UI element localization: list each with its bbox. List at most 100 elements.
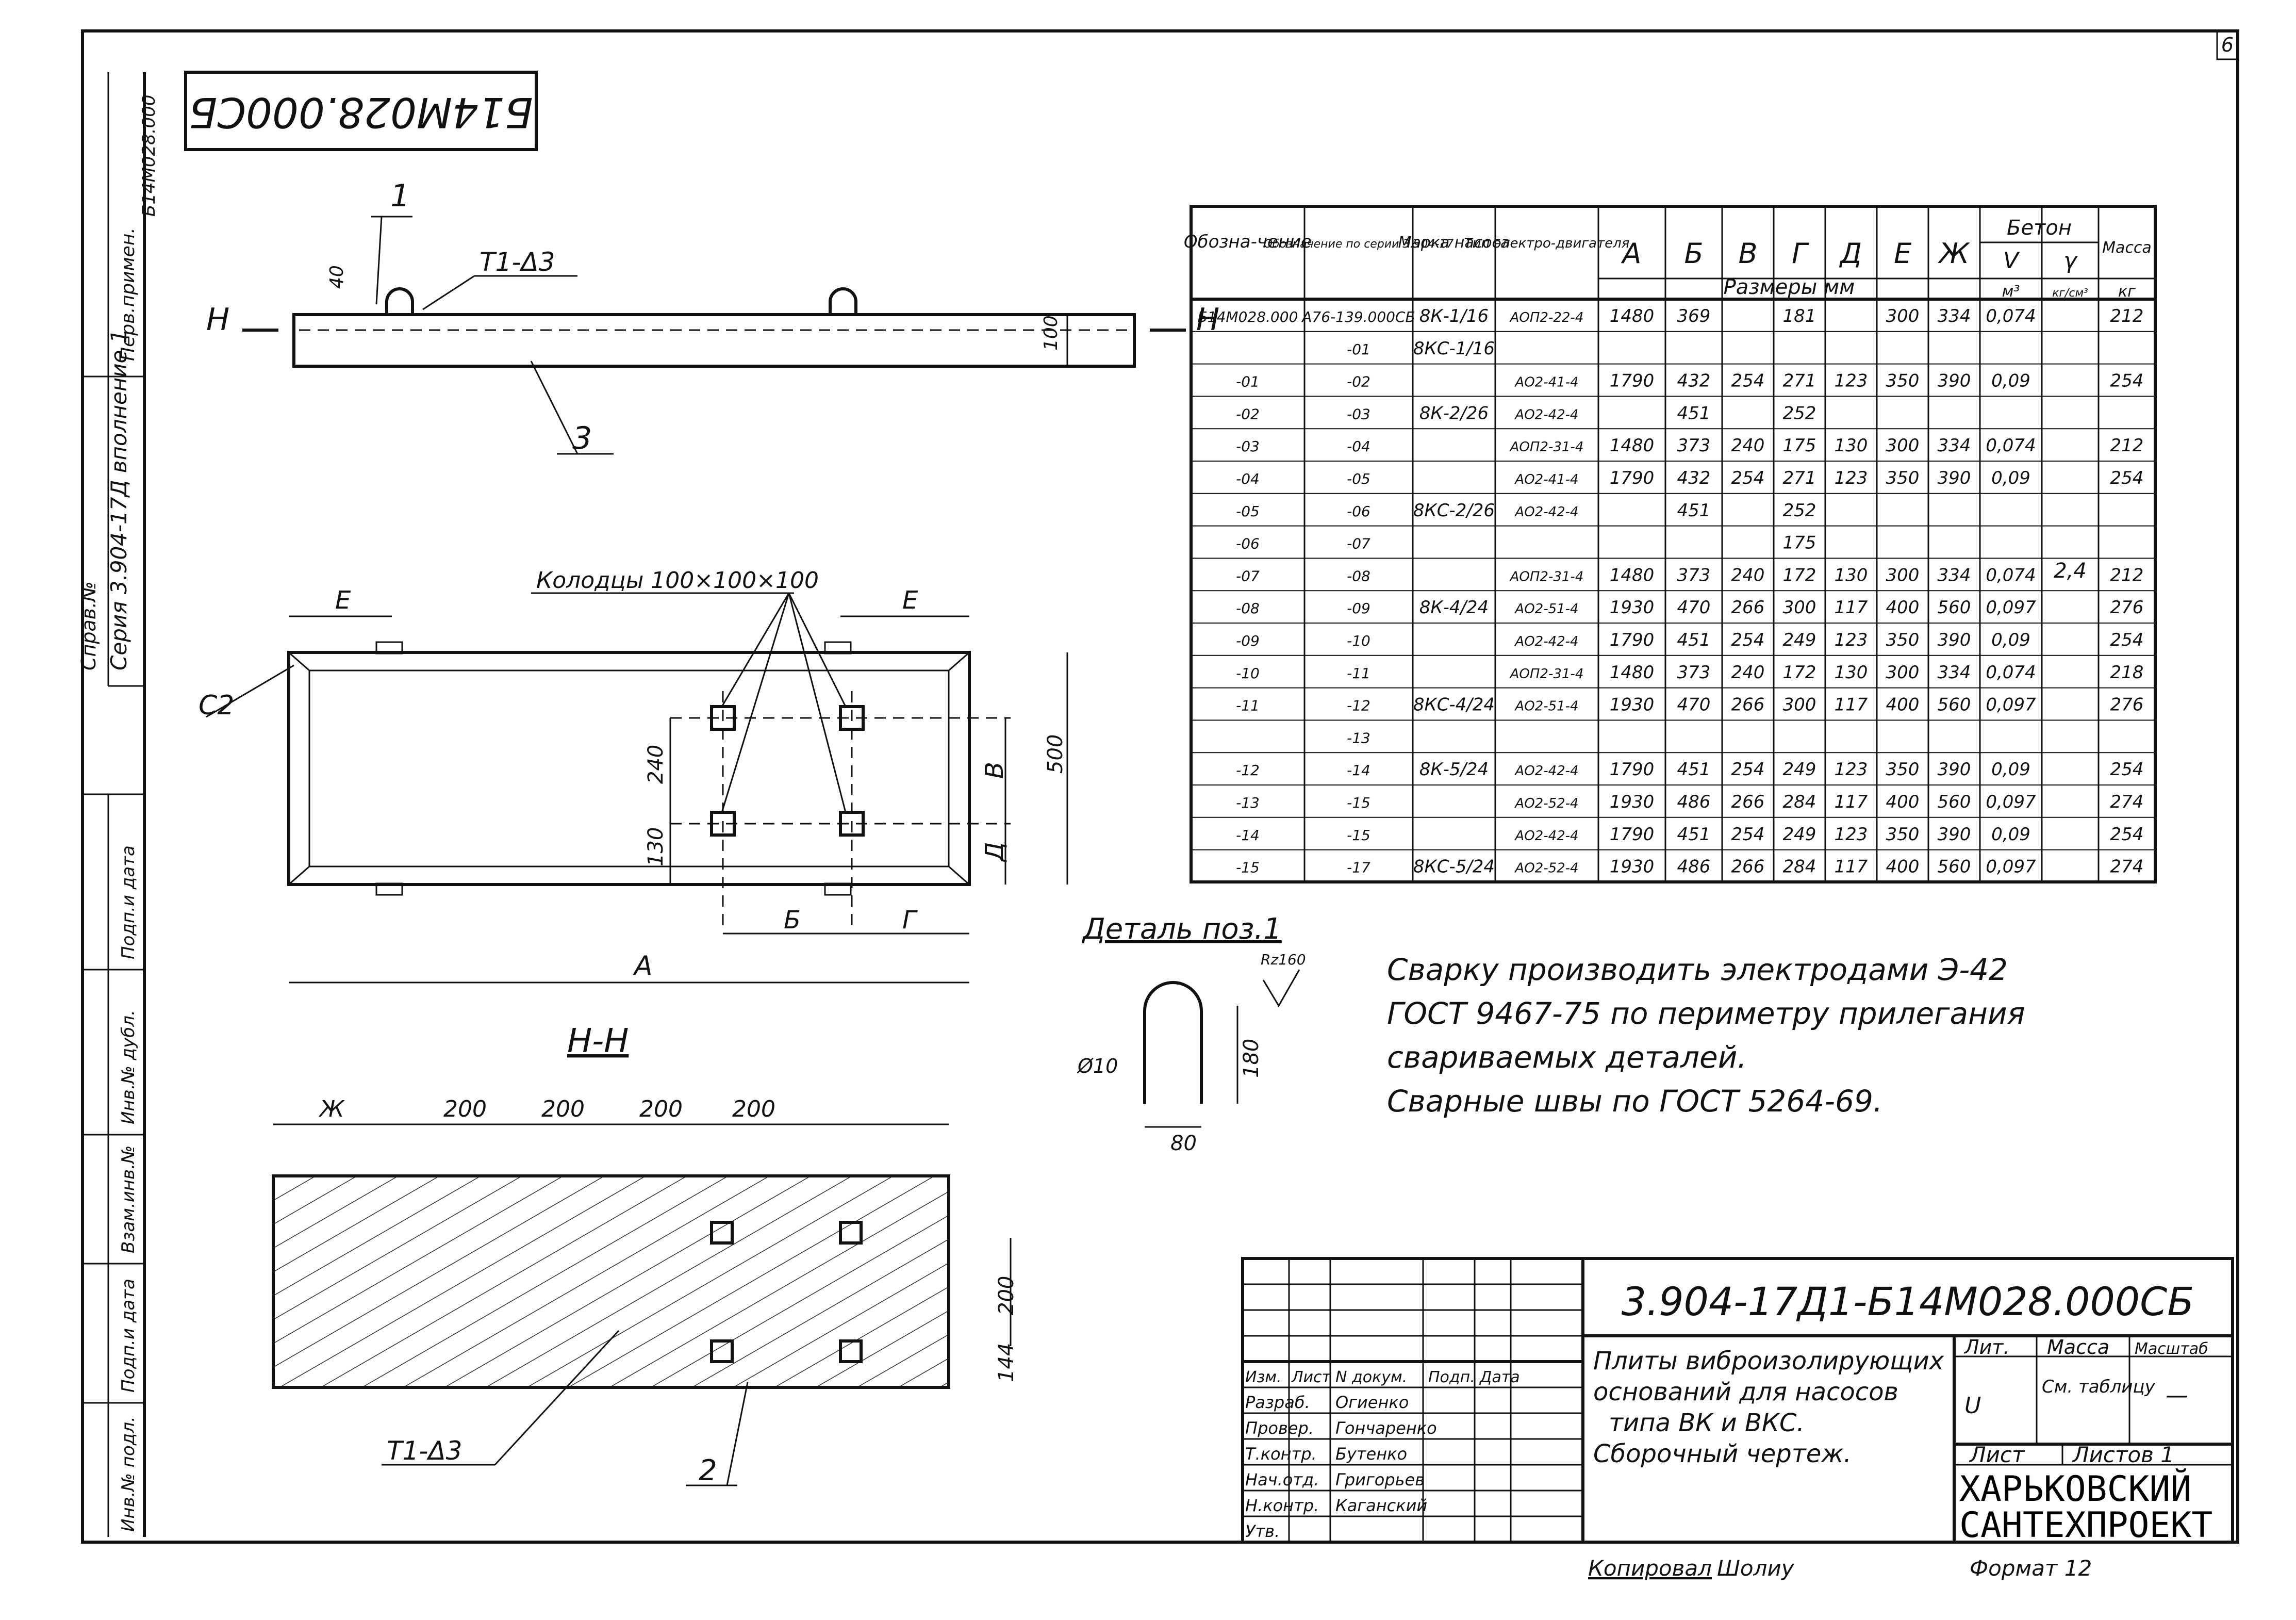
table-cell: -02 xyxy=(1236,405,1260,422)
strip-field-5: Инв.№ подл. xyxy=(118,1416,139,1532)
table-cell: 300 xyxy=(1886,662,1920,683)
copier-name: Шолиу xyxy=(1717,1556,1795,1581)
table-cell: 560 xyxy=(1938,857,1971,877)
table-cell: 1790 xyxy=(1610,468,1655,488)
table-cell: 254 xyxy=(2110,630,2144,650)
table-cell: 172 xyxy=(1783,662,1816,683)
pos2-leader xyxy=(726,1382,749,1486)
tb-name-1: Гончаренко xyxy=(1335,1418,1437,1438)
table-cell: 390 xyxy=(1938,759,1971,780)
th-marka: Марка насоса xyxy=(1398,234,1510,252)
notes: Сварку производить электродами Э-42 ГОСТ… xyxy=(1387,952,2025,1119)
strip-field-4: Подп.и дата xyxy=(118,1279,139,1393)
table-cell: АОП2-31-4 xyxy=(1509,569,1584,584)
section-dim-144: 144 xyxy=(995,1343,1018,1382)
tb-title-1: Плиты виброизолирующих xyxy=(1593,1347,1944,1376)
table-cell: АОП2-31-4 xyxy=(1509,666,1584,682)
table-cell: 300 xyxy=(1783,695,1816,715)
section-weld: Т1-Δ3 xyxy=(387,1436,462,1466)
perv-primen-label: Перв.примен. xyxy=(118,227,139,361)
th-beton-gamma: γ xyxy=(2063,248,2078,274)
table-cell: 1480 xyxy=(1610,435,1655,456)
holes-leader-3 xyxy=(721,593,790,813)
table-cell: 400 xyxy=(1886,792,1920,812)
table-cell: -14 xyxy=(1236,827,1260,844)
table-cell: 300 xyxy=(1886,306,1920,326)
tb-col-header-2: N докум. xyxy=(1335,1368,1407,1386)
table-cell: 0,09 xyxy=(1991,759,2030,780)
table-cell: 212 xyxy=(2110,435,2144,456)
table-cell: 8К-5/24 xyxy=(1419,759,1489,780)
table-cell: 218 xyxy=(2110,662,2144,683)
table-cell: 252 xyxy=(1783,500,1816,521)
pos1-leader xyxy=(375,216,383,305)
table-cell: 486 xyxy=(1677,857,1711,877)
table-cell: -07 xyxy=(1347,535,1370,552)
tb-name-0: Огиенко xyxy=(1335,1393,1409,1412)
sheet-number-box xyxy=(2216,30,2239,60)
table-cell: 451 xyxy=(1677,759,1711,780)
table-cell: 390 xyxy=(1938,468,1971,488)
table-cell: 334 xyxy=(1938,435,1971,456)
side-plate xyxy=(292,313,1136,368)
table-cell: 254 xyxy=(1731,759,1765,780)
strip-field-3: Взам.инв.№ xyxy=(118,1146,139,1253)
th-size-7: Г xyxy=(1792,237,1809,270)
table-cell: 0,09 xyxy=(1991,824,2030,845)
table-cell: 451 xyxy=(1677,403,1711,423)
side-weld-label: Т1-Δ3 xyxy=(480,247,555,277)
detail-rz: Rz160 xyxy=(1261,951,1306,968)
table-cell: 274 xyxy=(2110,857,2144,877)
section-dim-2: 200 xyxy=(541,1096,585,1122)
table-cell: 1790 xyxy=(1610,824,1655,845)
table-cell: -05 xyxy=(1236,503,1260,520)
table-cell: -13 xyxy=(1236,794,1260,811)
table-cell: АО2-41-4 xyxy=(1514,375,1578,390)
table-cell: 451 xyxy=(1677,500,1711,521)
section-dim-200: 200 xyxy=(995,1276,1018,1315)
pos1-label: 1 xyxy=(390,178,410,214)
dim-d: Д xyxy=(980,842,1009,863)
th-oboznachenie: Обозна-чение xyxy=(1184,232,1312,252)
detail-dim-d: Ø10 xyxy=(1077,1055,1118,1077)
table-cell: 470 xyxy=(1677,597,1711,618)
table-cell: 284 xyxy=(1783,857,1816,877)
table-cell: 334 xyxy=(1938,565,1971,585)
table-cell: АО2-52-4 xyxy=(1514,796,1578,811)
table-cell: -12 xyxy=(1236,762,1260,779)
table-cell: 334 xyxy=(1938,306,1971,326)
th-size-8: Д xyxy=(1839,237,1862,270)
table-cell: 117 xyxy=(1835,792,1868,812)
table-cell: -15 xyxy=(1236,859,1260,876)
table-cell: 266 xyxy=(1731,857,1765,877)
table-cell: 1930 xyxy=(1610,857,1655,877)
side-loop-left xyxy=(385,287,414,315)
th-size-9: Е xyxy=(1894,237,1912,270)
table-cell: -10 xyxy=(1347,632,1370,649)
holes-leader-1 xyxy=(721,593,790,707)
table-cell: -08 xyxy=(1236,600,1260,617)
holes-note: Колодцы 100×100×100 xyxy=(536,567,819,594)
tb-role-1: Провер. xyxy=(1245,1418,1314,1438)
th-size-4: А xyxy=(1621,237,1642,270)
table-cell: 123 xyxy=(1835,468,1868,488)
table-cell: 560 xyxy=(1938,792,1971,812)
dim-100: 100 xyxy=(1040,315,1062,351)
table-cell: -09 xyxy=(1236,632,1260,649)
table-cell: 130 xyxy=(1835,662,1868,683)
table-cell: 390 xyxy=(1938,824,1971,845)
table-cell: 350 xyxy=(1886,824,1920,845)
dim-bcyr: Б xyxy=(784,906,801,935)
table-cell: 0,097 xyxy=(1986,792,2036,812)
tb-sheets-label: Листов 1 xyxy=(2072,1442,2174,1467)
table-cell: 123 xyxy=(1835,371,1868,391)
table-cell: 373 xyxy=(1677,662,1711,683)
table-cell: 1790 xyxy=(1610,371,1655,391)
table-cell: АО2-42-4 xyxy=(1514,634,1578,649)
side-loop-right xyxy=(829,287,857,315)
tb-role-0: Разраб. xyxy=(1245,1393,1310,1412)
tb-col-header-4: Дата xyxy=(1479,1368,1520,1386)
side-weld-leader xyxy=(422,275,475,310)
